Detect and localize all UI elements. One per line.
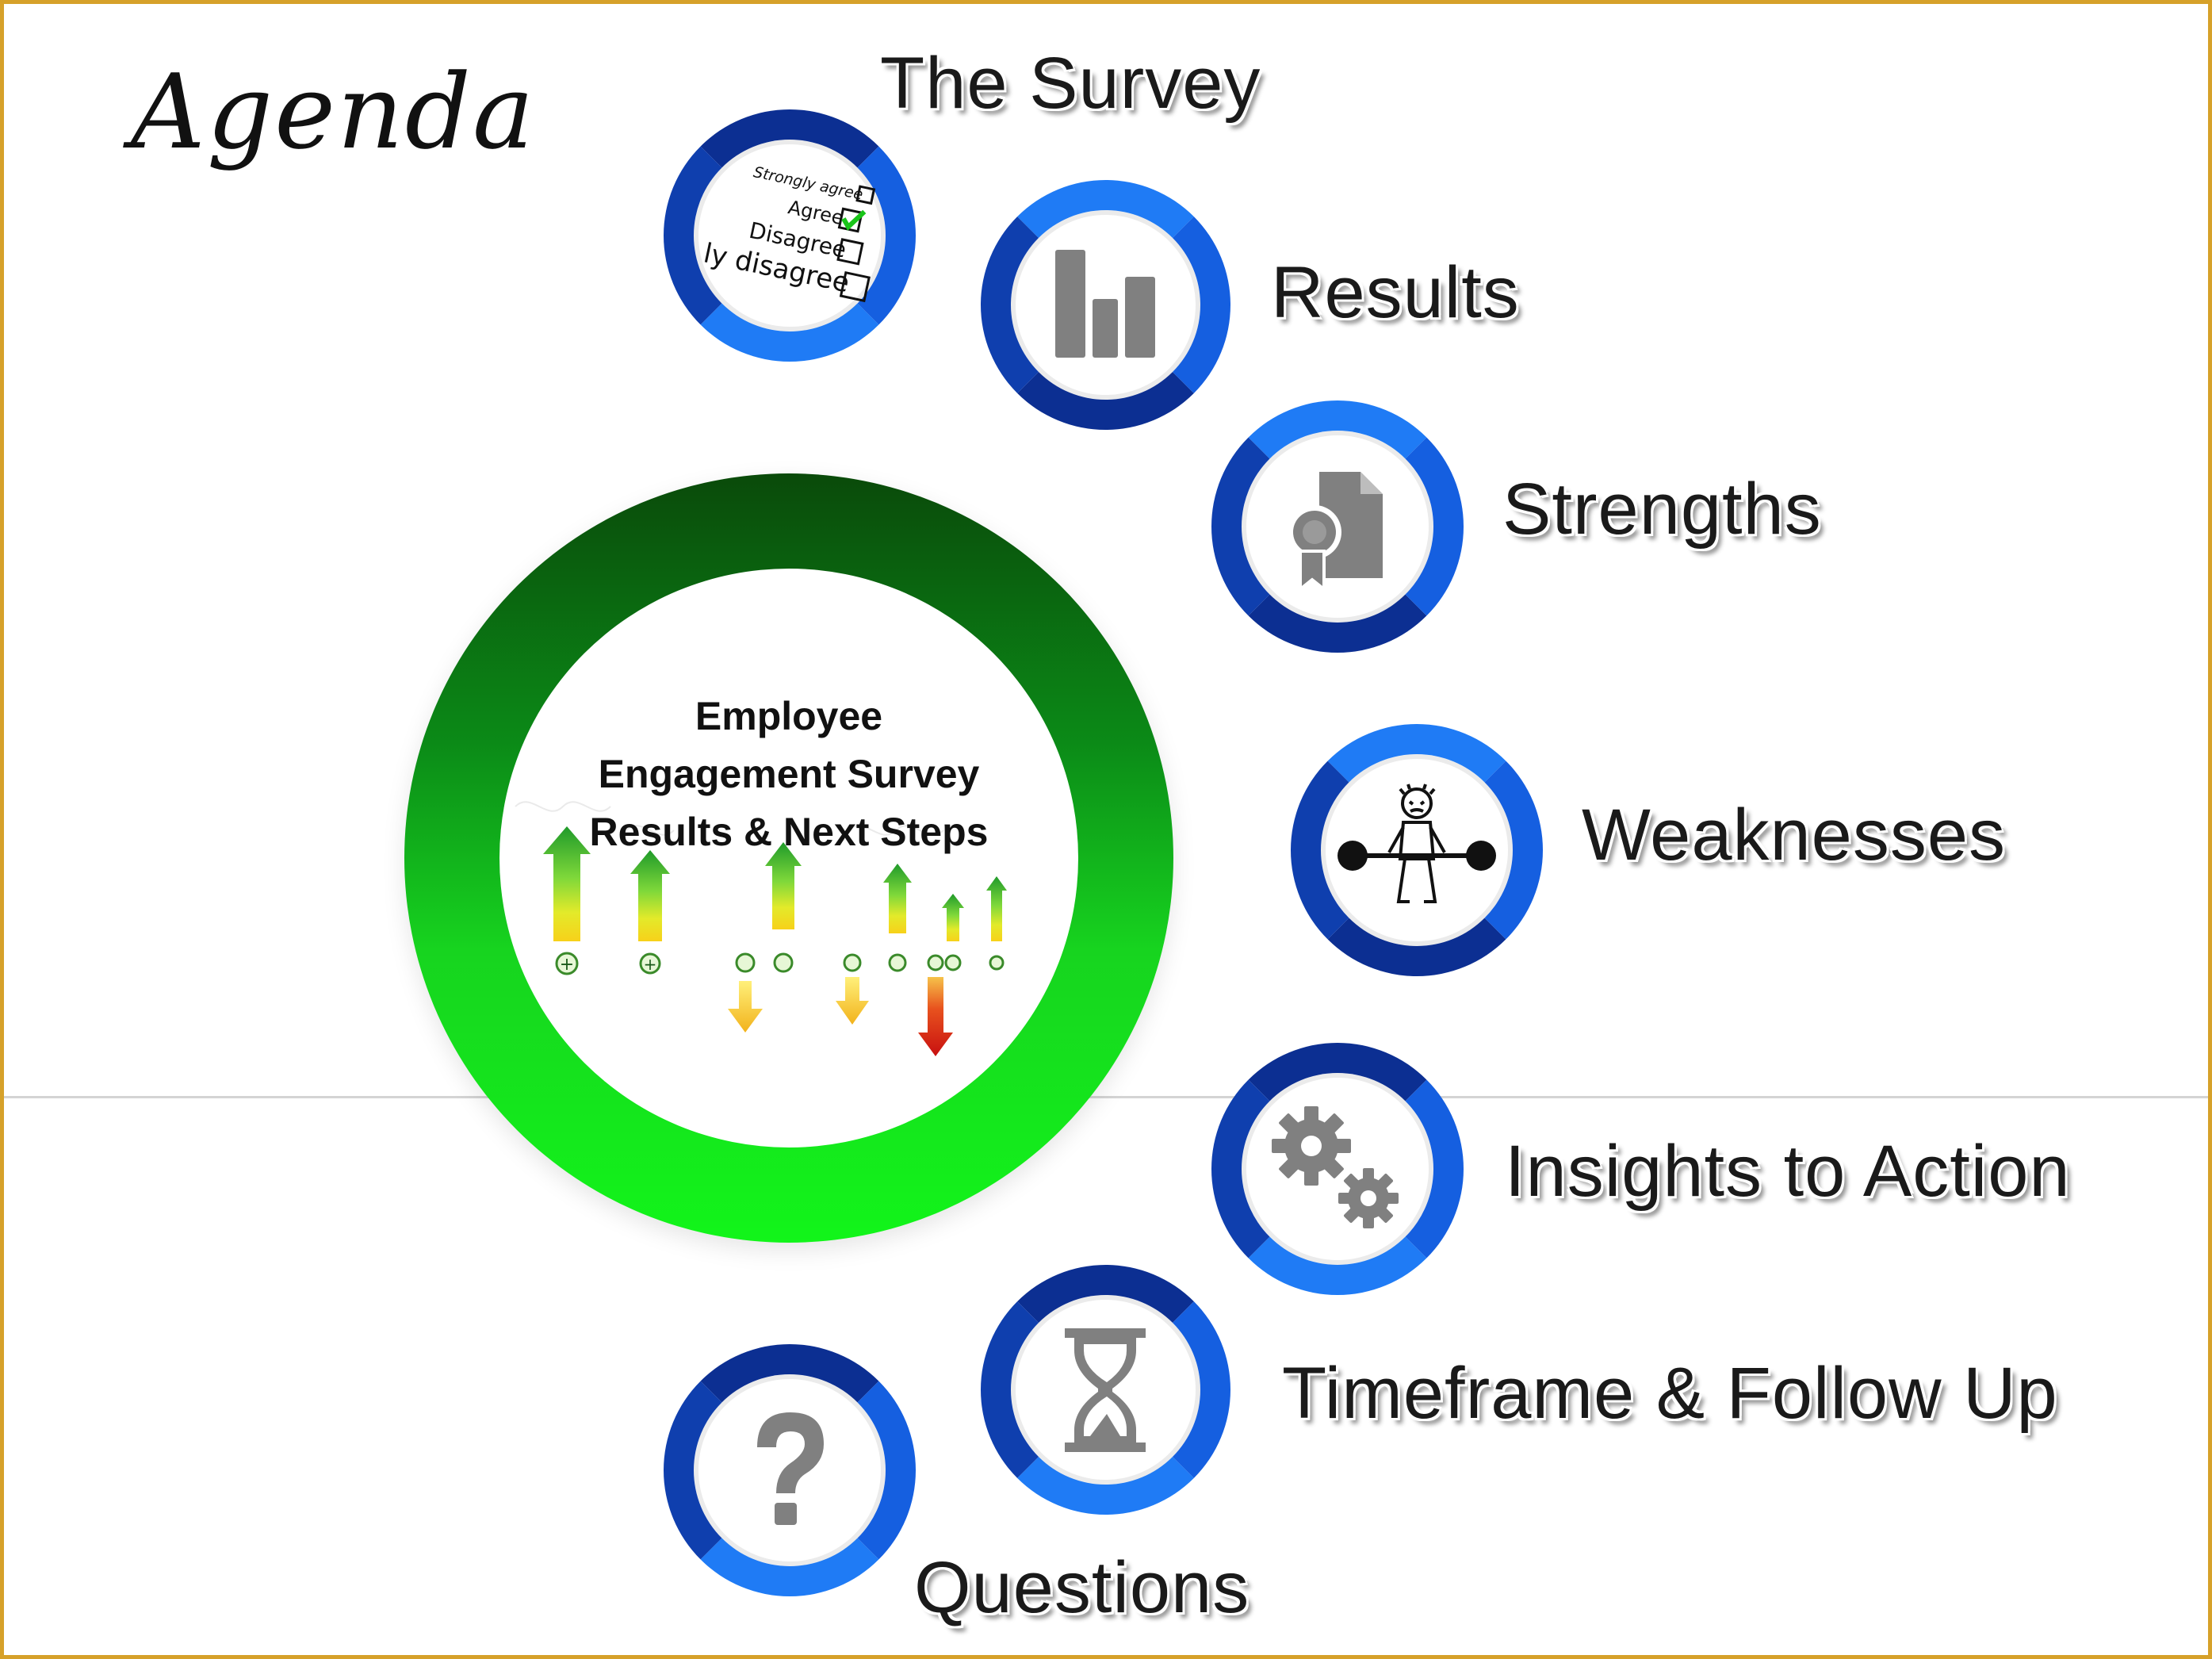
background-texture: [515, 801, 944, 836]
gears-icon: [1272, 1106, 1399, 1228]
item-label-insights[interactable]: Insights to Action: [1505, 1131, 2071, 1212]
survey-option-1: Strongly agree: [752, 163, 864, 204]
svg-text:+: +: [560, 955, 574, 975]
divider-line: [4, 1096, 2208, 1098]
item-label-survey[interactable]: The Survey: [880, 43, 1261, 124]
bar-chart-icon: [1055, 250, 1155, 358]
center-line-3: Results & Next Steps: [589, 810, 989, 854]
question-mark-icon: [757, 1412, 824, 1525]
survey-option-2: Agree: [786, 196, 846, 229]
up-arrow: +: [543, 826, 591, 975]
up-arrow: [883, 864, 912, 972]
item-label-timeframe[interactable]: Timeframe & Follow Up: [1282, 1353, 2058, 1434]
hourglass-icon: [1065, 1328, 1146, 1452]
engagement-arrows-illustration: + +: [515, 801, 1007, 1056]
page-title: Agenda: [131, 52, 536, 172]
certificate-icon: [1288, 472, 1383, 593]
survey-checklist-icon: Strongly agree Agree Disagree ly disagre…: [701, 163, 876, 303]
weightlifter-icon: [1338, 784, 1496, 903]
center-ring: + +: [404, 473, 1173, 1243]
up-arrow: [986, 876, 1007, 971]
up-arrow: [942, 894, 964, 971]
item-label-strengths[interactable]: Strengths: [1502, 469, 1822, 550]
down-arrow: [918, 954, 953, 1056]
item-label-results[interactable]: Results: [1271, 252, 1520, 333]
down-arrow: [836, 953, 869, 1025]
svg-text:+: +: [644, 955, 657, 974]
up-arrow: [765, 842, 802, 973]
center-line-1: Employee: [695, 694, 883, 738]
strengths-ring[interactable]: [1211, 400, 1464, 653]
questions-ring[interactable]: [664, 1344, 916, 1596]
results-ring[interactable]: [981, 180, 1230, 430]
center-disc: + +: [499, 569, 1078, 1148]
item-label-weaknesses[interactable]: Weaknesses: [1582, 795, 2007, 875]
item-label-questions[interactable]: Questions: [914, 1547, 1250, 1628]
down-arrow: [723, 952, 763, 1033]
insights-ring[interactable]: [1211, 1043, 1464, 1295]
weaknesses-ring[interactable]: [1291, 724, 1543, 976]
up-arrow: +: [630, 850, 670, 975]
center-heading: Employee Engagement Survey Results & Nex…: [499, 688, 1078, 861]
center-line-2: Engagement Survey: [598, 752, 980, 796]
survey-ring[interactable]: Strongly agree Agree Disagree ly disagre…: [664, 109, 916, 362]
timeframe-ring[interactable]: [981, 1265, 1230, 1515]
